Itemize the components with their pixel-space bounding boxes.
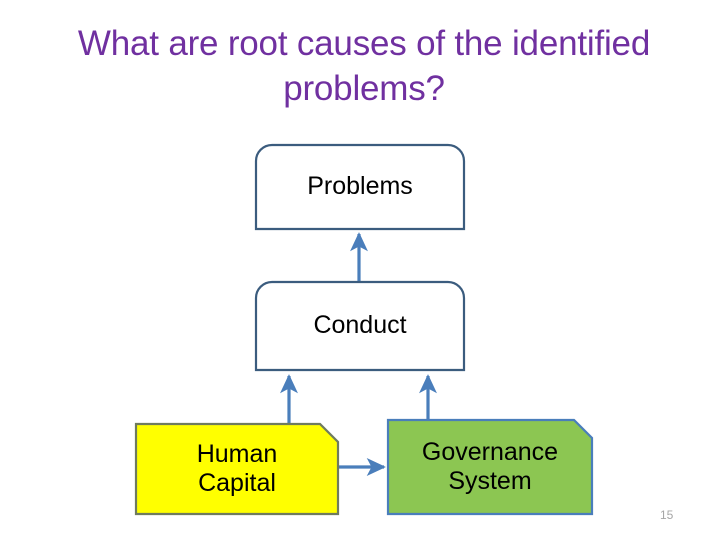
connector-group (280, 232, 437, 476)
page-title: What are root causes of the identified p… (77, 24, 651, 108)
node-conduct[interactable] (254, 280, 466, 372)
page-number: 15 (660, 508, 674, 522)
node-human-capital[interactable] (134, 422, 340, 516)
node-governance-system[interactable] (386, 418, 594, 516)
node-problems[interactable] (254, 143, 466, 231)
